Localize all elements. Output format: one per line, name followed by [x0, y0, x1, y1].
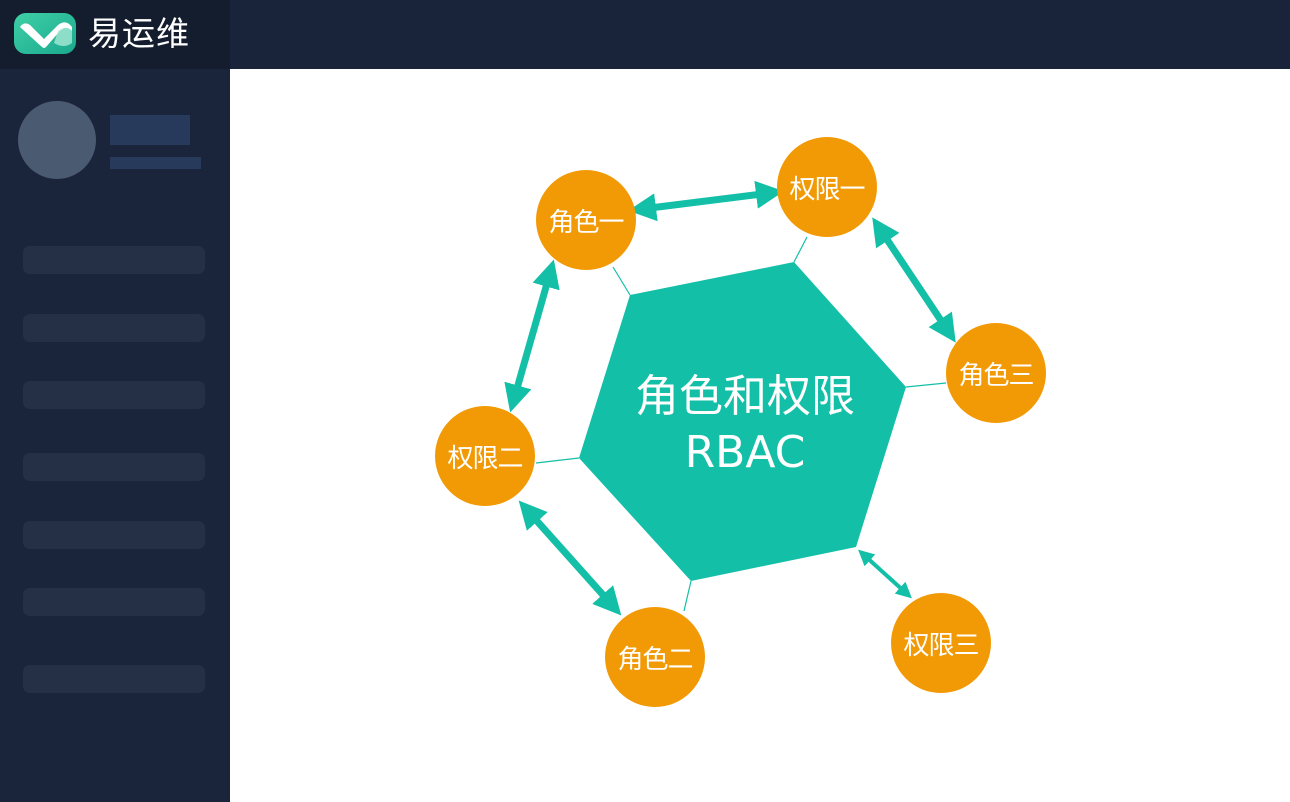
username-placeholder: [110, 115, 190, 145]
sidebar-item-6[interactable]: [23, 588, 205, 616]
diagram-shapes: [504, 180, 956, 616]
sidebar-item-7[interactable]: [23, 665, 205, 693]
arrow-role1-perm1: [628, 180, 784, 222]
app-name: 易运维: [88, 14, 190, 53]
arrow-role1-perm2: [504, 259, 560, 413]
user-avatar[interactable]: [18, 101, 96, 179]
center-label: 角色和权限 RBAC: [620, 369, 870, 481]
node-role-3[interactable]: 角色三: [946, 323, 1046, 423]
arrow-perm2-role2: [518, 500, 622, 616]
sidebar-item-1[interactable]: [23, 246, 205, 274]
arrow-perm1-role3: [872, 217, 956, 343]
rbac-diagram: 角色和权限 RBAC 角色一 权限一 角色三 权限三 角色二 权限二: [230, 69, 1290, 802]
sidebar-item-4[interactable]: [23, 453, 205, 481]
node-role-2[interactable]: 角色二: [605, 607, 705, 707]
sidebar-item-2[interactable]: [23, 314, 205, 342]
rbac-hexagon: [579, 262, 906, 581]
node-permission-1[interactable]: 权限一: [777, 137, 877, 237]
user-role-placeholder: [110, 157, 201, 169]
v-check-logo-icon: [14, 13, 76, 54]
arrow-center-perm3: [858, 549, 912, 599]
center-title: 角色和权限: [635, 371, 855, 422]
logo[interactable]: 易运维: [0, 0, 230, 69]
center-subtitle: RBAC: [684, 427, 806, 478]
sidebar-item-5[interactable]: [23, 521, 205, 549]
sidebar: [0, 69, 230, 802]
node-permission-2[interactable]: 权限二: [435, 406, 535, 506]
node-permission-3[interactable]: 权限三: [891, 593, 991, 693]
node-role-1[interactable]: 角色一: [536, 170, 636, 270]
sidebar-item-3[interactable]: [23, 381, 205, 409]
